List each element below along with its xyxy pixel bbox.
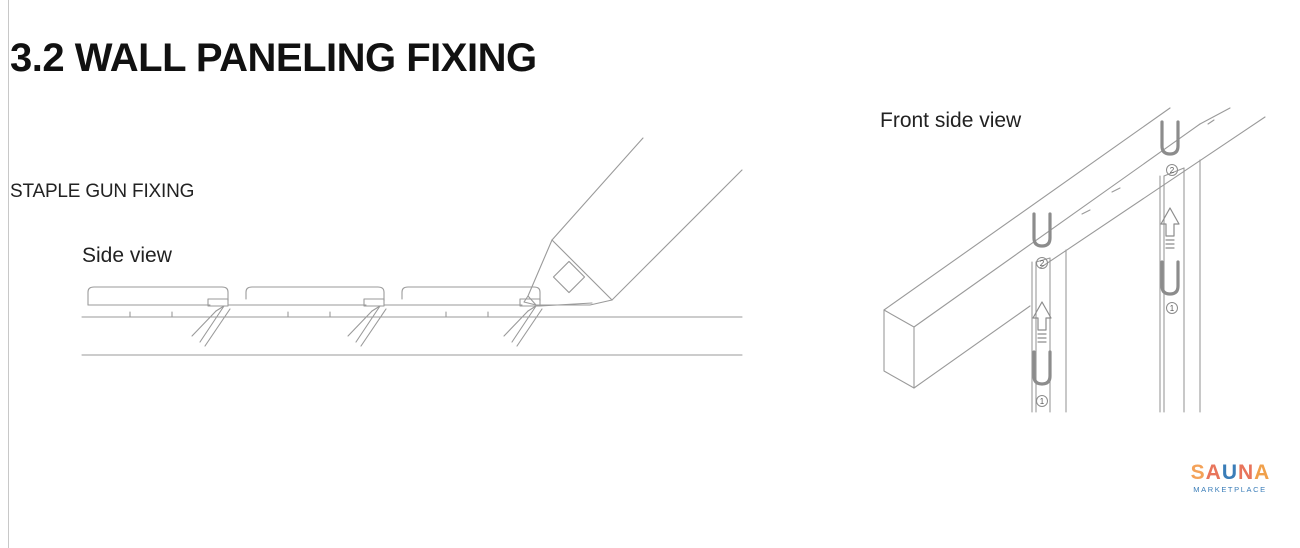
arrow-up-icon	[1032, 301, 1052, 343]
logo-letter: U	[1221, 461, 1237, 484]
step-marker-1	[1166, 302, 1178, 314]
step-number: 1	[1040, 397, 1045, 406]
front-view-label: Front side view	[880, 109, 1022, 132]
side-view-drawing	[81, 137, 743, 356]
tongue-groove	[207, 298, 229, 307]
logo-letter: N	[1238, 461, 1254, 484]
logo-letter: A	[1254, 461, 1270, 484]
left-margin-rule	[8, 0, 9, 548]
staple-icon	[503, 305, 543, 347]
section-label-staple-gun: STAPLE GUN FIXING	[10, 181, 195, 202]
tongue-groove	[363, 298, 385, 307]
front-view-drawing	[883, 107, 1266, 413]
staple-icon	[191, 305, 231, 347]
side-view-label: Side view	[82, 244, 172, 267]
logo-subtitle: MARKETPLACE	[1193, 485, 1267, 494]
logo-wordmark: S A U N A	[1184, 462, 1276, 484]
step-number: 1	[1170, 304, 1175, 313]
step-markers	[1036, 164, 1178, 407]
panel-board	[245, 286, 385, 302]
staple-icon	[1032, 350, 1052, 386]
staple-gun-icon	[523, 137, 743, 307]
staple-icon	[1160, 120, 1180, 156]
panel-board	[87, 286, 229, 306]
step-number: 2	[1040, 259, 1045, 268]
logo-letter: S	[1190, 461, 1205, 484]
logo-letter: A	[1205, 461, 1221, 484]
staple-icon	[1160, 260, 1180, 296]
step-marker-2	[1166, 164, 1178, 176]
arrow-up-icon	[1160, 207, 1180, 249]
sauna-marketplace-logo: S A U N A MARKETPLACE	[1184, 462, 1276, 495]
direction-arrows	[1032, 207, 1180, 343]
staple-icon	[347, 305, 387, 347]
page-title: 3.2 WALL PANELING FIXING	[10, 36, 537, 80]
front-staples	[1032, 120, 1180, 386]
step-number: 2	[1170, 166, 1175, 175]
batten-top-edge	[883, 107, 1171, 311]
step-marker-1	[1036, 395, 1048, 407]
step-marker-2	[1036, 257, 1048, 269]
staple-icon	[1032, 212, 1052, 248]
panel-board	[401, 286, 541, 302]
